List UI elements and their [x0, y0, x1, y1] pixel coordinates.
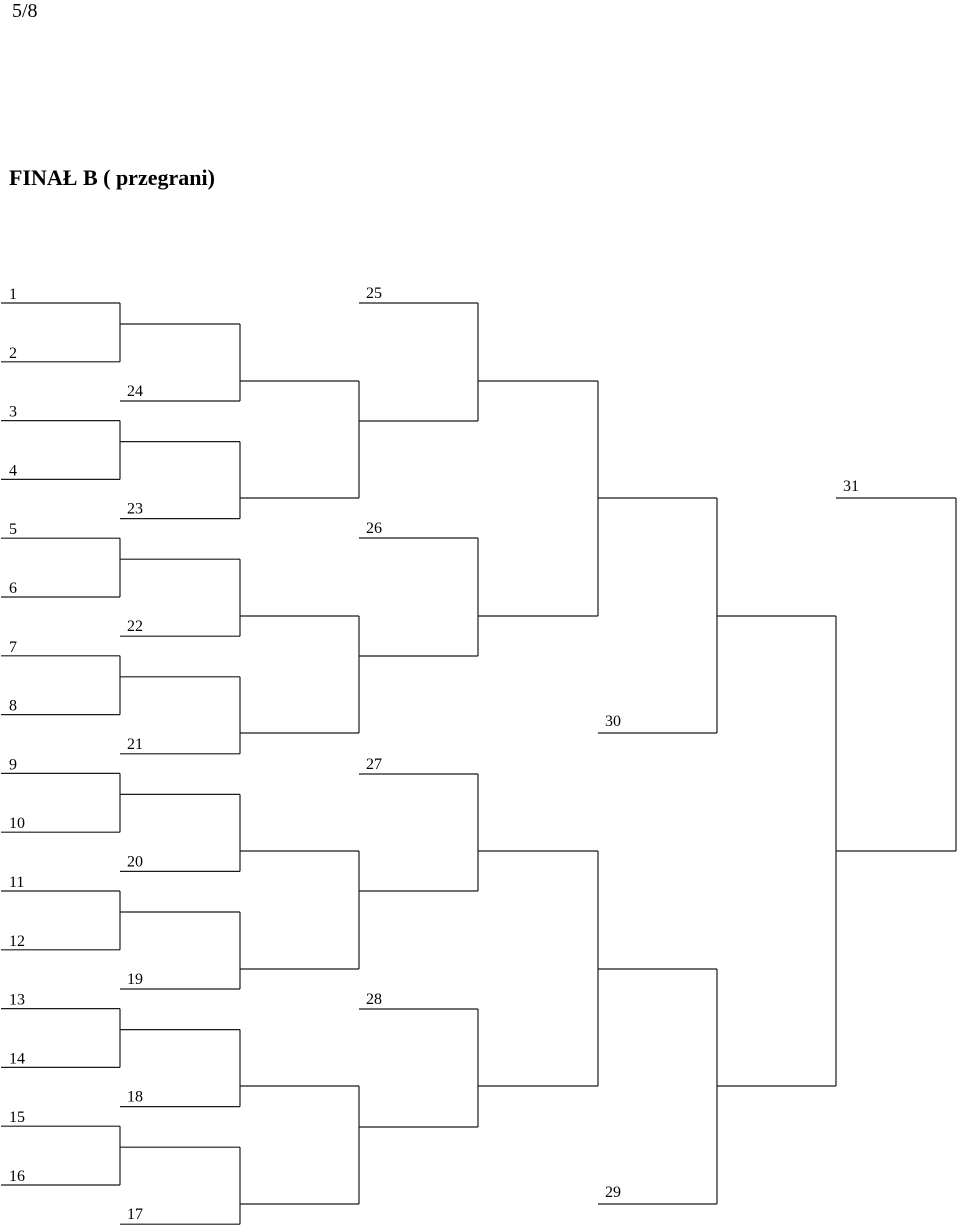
- round1-slot-label: 15: [9, 1109, 25, 1126]
- final-slot-label: 31: [843, 478, 859, 495]
- round1-slot-label: 4: [9, 462, 17, 479]
- round3-slot-label: 25: [366, 285, 382, 302]
- round1-slot-label: 6: [9, 580, 17, 597]
- round1-slot-label: 10: [9, 815, 25, 832]
- round2-slot-label: 18: [127, 1089, 143, 1106]
- round2-slot-label: 23: [127, 501, 143, 518]
- round4-slot-label: 30: [605, 713, 621, 730]
- round1-slot-label: 2: [9, 345, 17, 362]
- round2-slot-label: 19: [127, 971, 143, 988]
- round1-slot-label: 14: [9, 1050, 25, 1067]
- round2-slot-label: 22: [127, 618, 143, 635]
- round1-slot-label: 8: [9, 698, 17, 715]
- round4-slot-label: 29: [605, 1184, 621, 1201]
- round3-slot-label: 27: [366, 756, 382, 773]
- round1-slot-label: 3: [9, 404, 17, 421]
- round2-slot-label: 20: [127, 853, 143, 870]
- round1-slot-label: 12: [9, 933, 25, 950]
- bracket-title: FINAŁ B ( przegrani): [9, 165, 215, 190]
- round1-slot-label: 1: [9, 286, 17, 303]
- round3-slot-label: 28: [366, 991, 382, 1008]
- round1-slot-label: 11: [9, 874, 24, 891]
- round2-slot-label: 17: [127, 1206, 143, 1223]
- round3-slot-label: 26: [366, 520, 382, 537]
- round1-slot-label: 13: [9, 992, 25, 1009]
- round2-slot-label: 21: [127, 736, 143, 753]
- round2-slot-label: 24: [127, 383, 143, 400]
- round1-slot-label: 7: [9, 639, 17, 656]
- round1-slot-label: 9: [9, 756, 17, 773]
- round1-slot-label: 5: [9, 521, 17, 538]
- page-counter: 5/8: [12, 0, 38, 22]
- round1-slot-label: 16: [9, 1168, 25, 1185]
